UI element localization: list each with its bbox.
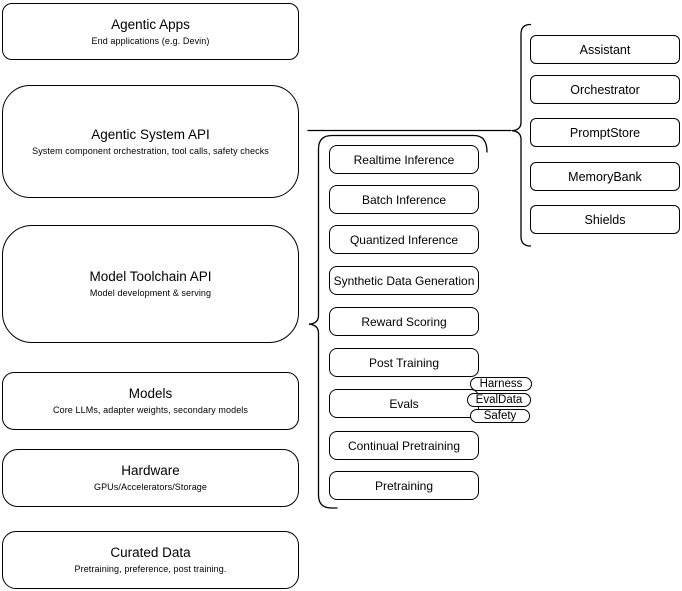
node-agentic-apps: Agentic Apps End applications (e.g. Devi… [2, 3, 299, 60]
components-brace [511, 23, 532, 247]
eval-tag-harness: Harness [470, 377, 532, 391]
node-title: Agentic System API [91, 126, 210, 142]
node-title: Agentic Apps [111, 16, 190, 32]
toolchain-brace [308, 134, 488, 509]
component-memorybank: MemoryBank [530, 162, 680, 191]
component-assistant: Assistant [530, 35, 680, 64]
node-subtitle: Model development & serving [89, 288, 212, 298]
toolchain-item-evals: Evals [329, 389, 479, 418]
toolchain-item-batch-inference: Batch Inference [329, 185, 479, 214]
node-subtitle: GPUs/Accelerators/Storage [93, 482, 208, 492]
eval-tag-evaldata: EvalData [467, 393, 531, 407]
node-title: Model Toolchain API [89, 269, 212, 284]
node-title: Curated Data [110, 545, 191, 560]
toolchain-item-continual-pretraining: Continual Pretraining [329, 431, 479, 460]
toolchain-item-realtime-inference: Realtime Inference [329, 145, 479, 174]
node-subtitle: System component orchestration, tool cal… [32, 145, 269, 156]
component-shields: Shields [530, 205, 680, 234]
node-title: Hardware [121, 463, 180, 478]
toolchain-item-post-training: Post Training [329, 348, 479, 377]
node-subtitle: End applications (e.g. Devin) [91, 35, 210, 46]
node-title: Models [128, 386, 173, 401]
toolchain-item-reward-scoring: Reward Scoring [329, 307, 479, 336]
node-model-toolchain-api: Model Toolchain API Model development & … [2, 225, 299, 343]
node-subtitle: Pretraining, preference, post training. [74, 564, 227, 574]
toolchain-item-quantized-inference: Quantized Inference [329, 225, 479, 254]
eval-tag-safety: Safety [470, 409, 530, 423]
node-hardware: Hardware GPUs/Accelerators/Storage [2, 449, 299, 507]
node-agentic-system-api: Agentic System API System component orch… [2, 85, 299, 198]
component-orchestrator: Orchestrator [530, 75, 680, 104]
toolchain-item-synthetic-data-generation: Synthetic Data Generation [329, 266, 479, 295]
node-curated-data: Curated Data Pretraining, preference, po… [2, 531, 299, 589]
node-subtitle: Core LLMs, adapter weights, secondary mo… [53, 405, 248, 415]
component-promptstore: PromptStore [530, 118, 680, 147]
node-models: Models Core LLMs, adapter weights, secon… [2, 372, 299, 430]
toolchain-item-pretraining: Pretraining [329, 471, 479, 500]
